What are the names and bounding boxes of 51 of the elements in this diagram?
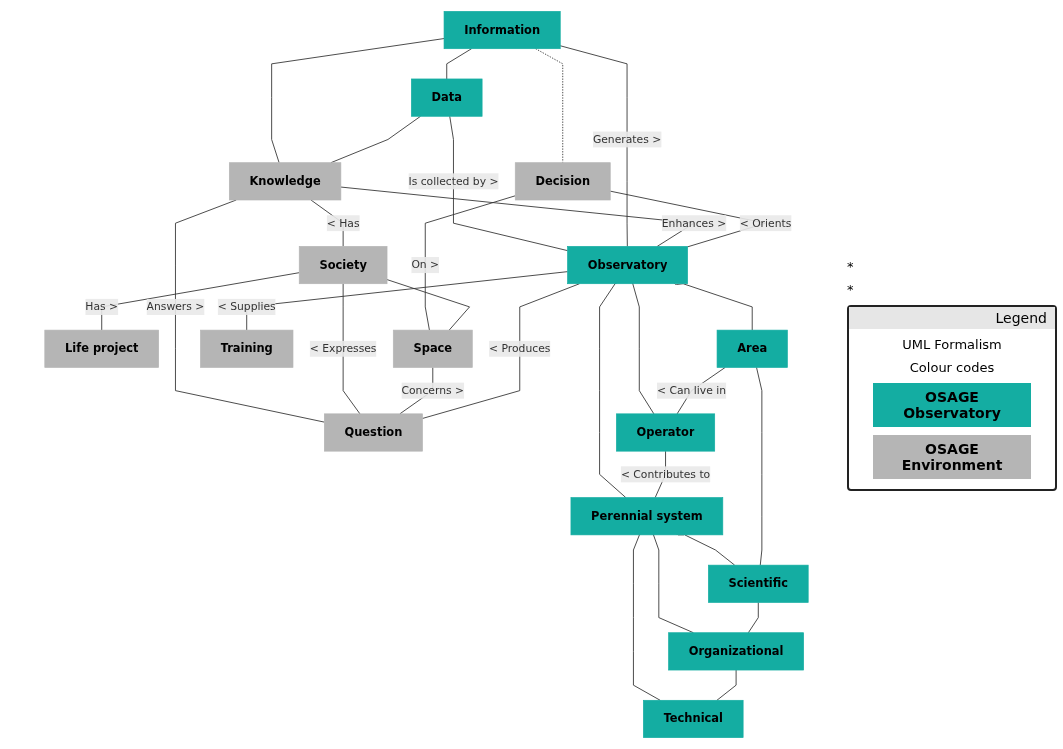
edge-label: < Has [326,216,360,230]
node-box: Information [443,11,561,50]
node-box: Observatory [567,246,688,285]
node-box: Operator [616,413,716,452]
multiplicity-label: * [847,281,855,297]
connector [422,283,580,419]
connector [271,38,445,164]
connector [756,367,763,566]
edge-label: Generates > [592,132,662,146]
connector [175,199,325,423]
multiplicity-label: * [847,258,855,274]
node-box: Training [200,329,294,368]
edge-label: Enhances > [661,216,727,230]
node-box: Data [411,78,483,117]
edge-label: < Can live in [657,383,727,397]
legend-heading: Legend [849,306,1055,329]
connector [424,195,516,331]
edge-label: < Orients [739,216,792,230]
legend-note: UML Formalism [902,336,1002,352]
node-box: Life project [44,329,159,368]
connector [535,48,564,164]
edge-label: Answers > [146,300,205,313]
node-box: Knowledge [229,162,342,201]
connector [747,602,759,634]
node-box: Technical [643,699,744,738]
edge-label: < Produces [489,342,551,355]
node-box: Area [716,329,788,368]
node-box: Question [324,413,423,452]
connector [246,271,568,331]
node-box: Perennial system [570,497,724,536]
legend-swatch: OSAGE Observatory [873,382,1031,427]
edge-label: On > [411,258,440,272]
connector [386,279,470,331]
node-box: Society [298,246,388,285]
edge-label: Is collected by > [408,174,499,188]
edge-label: < Expresses [309,342,377,355]
edge-label: < Supplies [217,300,276,313]
node-box: Decision [514,162,611,201]
node-box: Scientific [708,564,809,603]
node-box: Space [392,329,473,368]
legend-note: Colour codes [909,359,995,375]
edge-label: Concerns > [401,383,465,397]
legend-swatch: OSAGE Environment [873,434,1031,479]
node-box: Organizational [668,632,804,671]
connector [716,669,737,701]
connector [101,272,300,331]
edge-label: Has > [85,300,119,313]
connector [449,115,568,252]
edge-label: < Contributes to [620,467,711,481]
connector [446,48,472,80]
connector [559,45,628,247]
